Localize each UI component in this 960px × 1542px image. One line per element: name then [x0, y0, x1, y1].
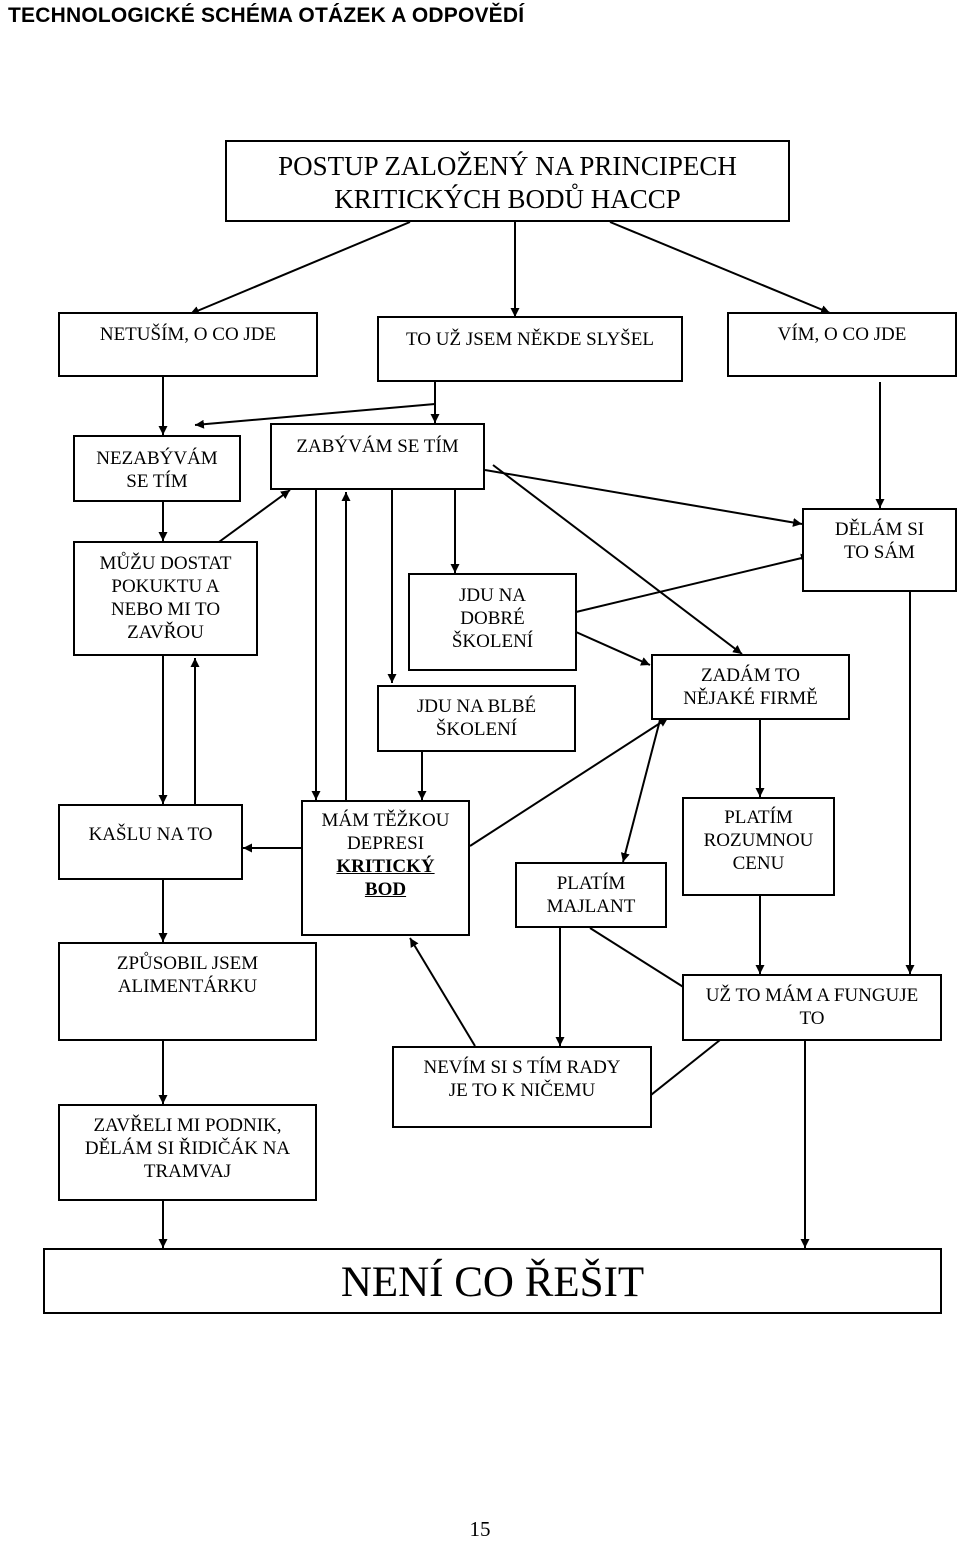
alimentarku-box: ZPŮSOBIL JSEM ALIMENTÁRKU	[58, 942, 317, 1041]
zadam-firme-box: ZADÁM TO NĚJAKÉ FIRMĚ	[651, 654, 850, 720]
neni-box: NENÍ CO ŘEŠIT	[43, 1248, 942, 1314]
funguje-box: UŽ TO MÁM A FUNGUJE TO	[682, 974, 942, 1041]
arrow-slysel-to-nezabyvam	[194, 403, 436, 429]
arrow-zadam-firme-to-majlant	[620, 719, 661, 863]
arrow-nevim-to-deprese	[409, 937, 476, 1047]
arrow-haccp-to-netusim	[189, 221, 411, 315]
arrow-zabyvam-to-delam-sam	[484, 469, 803, 527]
vim-box: VÍM, O CO JDE	[727, 312, 957, 377]
arrow-deprese-to-zadam-firme	[469, 717, 669, 847]
nezabyvam-box: NEZABÝVÁM SE TÍM	[73, 435, 241, 502]
haccp-box: POSTUP ZALOŽENÝ NA PRINCIPECH KRITICKÝCH…	[225, 140, 790, 222]
nevim-box: NEVÍM SI S TÍM RADY JE TO K NIČEMU	[392, 1046, 652, 1128]
podnik-box: ZAVŘELI MI PODNIK, DĚLÁM SI ŘIDIČÁK NA T…	[58, 1104, 317, 1201]
page-number: 15	[469, 1517, 491, 1541]
deprese-box: MÁM TĚŽKOU DEPRESI KRITICKÝ BOD	[301, 800, 470, 936]
blbe-skoleni-box: JDU NA BLBÉ ŠKOLENÍ	[377, 685, 576, 752]
arrow-dobre-skoleni-to-zadam-firme	[575, 631, 651, 666]
arrow-zabyvam-to-zadam-firme	[492, 464, 743, 655]
pokuta-box: MŮŽU DOSTAT POKUKTU A NEBO MI TO ZAVŘOU	[73, 541, 258, 656]
arrow-pokuta-to-zabyvam	[207, 489, 291, 551]
arrow-haccp-to-vim	[609, 221, 831, 314]
rozumnou-cenu-box: PLATÍM ROZUMNOU CENU	[682, 797, 835, 896]
slysel-box: TO UŽ JSEM NĚKDE SLYŠEL	[377, 316, 683, 382]
page-heading: TECHNOLOGICKÉ SCHÉMA OTÁZEK A ODPOVĚDÍ	[8, 4, 525, 27]
netusim-box: NETUŠÍM, O CO JDE	[58, 312, 318, 377]
dobre-skoleni-box: JDU NA DOBRÉ ŠKOLENÍ	[408, 573, 577, 671]
majlant-box: PLATÍM MAJLANT	[515, 862, 667, 928]
kaslu-box: KAŠLU NA TO	[58, 804, 243, 880]
arrow-majlant-to-funguje	[589, 927, 697, 996]
zabyvam-box: ZABÝVÁM SE TÍM	[270, 423, 485, 490]
arrow-dobre-skoleni-to-delam-sam	[575, 553, 811, 613]
delam-sam-box: DĚLÁM SI TO SÁM	[802, 508, 957, 592]
